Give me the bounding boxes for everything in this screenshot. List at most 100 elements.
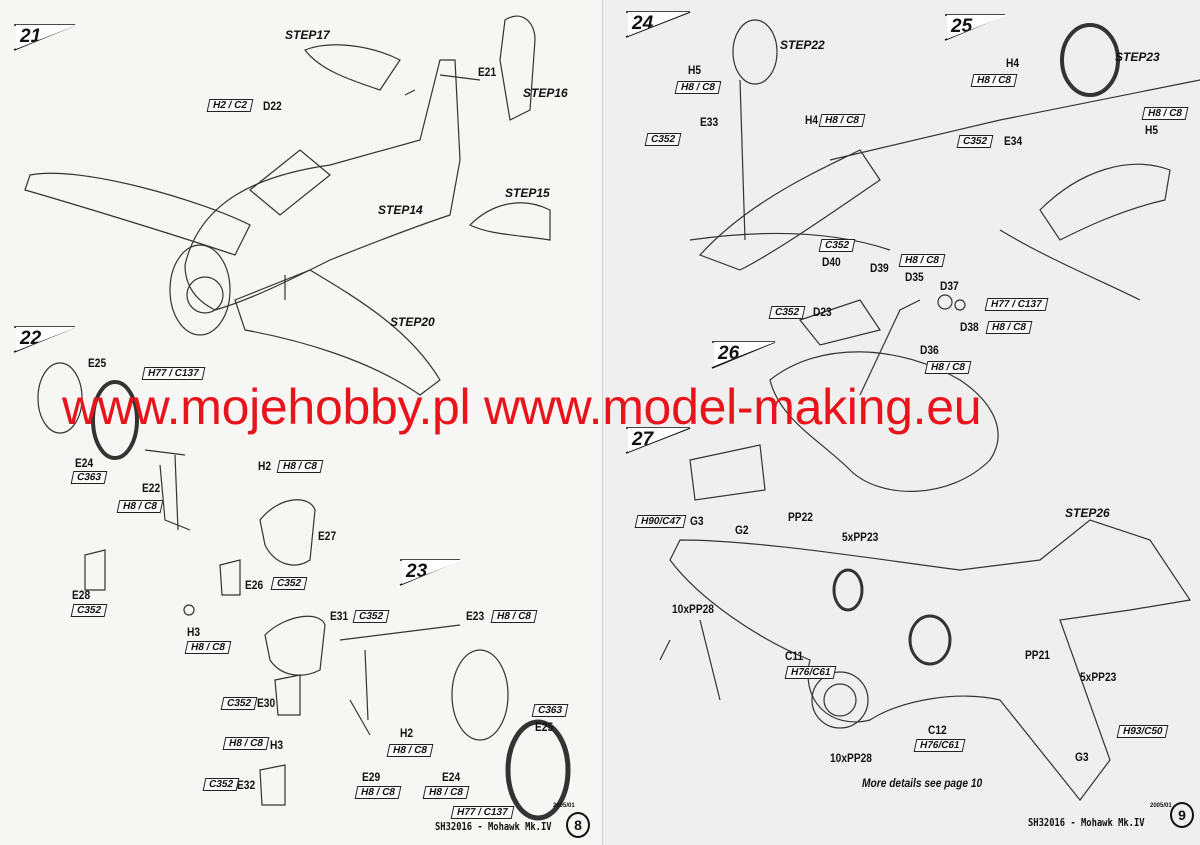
paint-code: C352 bbox=[818, 239, 856, 252]
print-date: 2005/01 bbox=[1150, 803, 1172, 809]
part-label: D23 bbox=[813, 305, 832, 319]
step-reference: STEP26 bbox=[1065, 506, 1110, 520]
part-label: G2 bbox=[735, 523, 749, 537]
paint-code: H8 / C8 bbox=[674, 81, 722, 94]
step-reference: STEP14 bbox=[378, 203, 423, 217]
landing-gear-drawing-22 bbox=[37, 362, 316, 616]
part-label: C11 bbox=[785, 649, 804, 663]
part-label: E25 bbox=[535, 720, 554, 734]
paint-code: C352 bbox=[352, 610, 390, 623]
part-label: E27 bbox=[318, 529, 337, 543]
paint-code: H76/C61 bbox=[784, 666, 837, 679]
part-label: G3 bbox=[690, 514, 704, 528]
cockpit-parts-drawing-26 bbox=[769, 294, 999, 492]
paint-code: C352 bbox=[956, 135, 994, 148]
paint-code: C363 bbox=[70, 471, 108, 484]
part-label: E30 bbox=[257, 696, 276, 710]
paint-code: H76/C61 bbox=[913, 739, 966, 752]
paint-code: H8 / C8 bbox=[386, 744, 434, 757]
instruction-page-right bbox=[602, 0, 1200, 845]
step-reference: STEP15 bbox=[505, 186, 550, 200]
step-reference: STEP17 bbox=[285, 28, 330, 42]
part-label: E34 bbox=[1004, 134, 1023, 148]
part-label: D38 bbox=[960, 320, 979, 334]
part-label: E25 bbox=[88, 356, 107, 370]
part-label: H3 bbox=[270, 738, 284, 752]
paint-code: C352 bbox=[220, 697, 258, 710]
paint-code: C352 bbox=[768, 306, 806, 319]
step-reference: STEP23 bbox=[1115, 50, 1160, 64]
paint-code: H8 / C8 bbox=[276, 460, 324, 473]
part-label: H2 bbox=[400, 726, 414, 740]
part-label: H3 bbox=[187, 625, 201, 639]
paint-code: C352 bbox=[644, 133, 682, 146]
part-label: H5 bbox=[1145, 123, 1159, 137]
paint-code: H77 / C137 bbox=[984, 298, 1048, 311]
paint-code: H8 / C8 bbox=[924, 361, 972, 374]
paint-code: H93/C50 bbox=[1116, 725, 1169, 738]
part-label: PP22 bbox=[788, 510, 813, 524]
part-label: E23 bbox=[466, 609, 485, 623]
paint-code: H8 / C8 bbox=[116, 500, 164, 513]
wheel-well-drawing-24-25 bbox=[689, 19, 1200, 301]
part-label: C12 bbox=[928, 723, 947, 737]
part-label: D40 bbox=[822, 255, 841, 269]
paint-code: H77 / C137 bbox=[450, 806, 514, 819]
part-label: D36 bbox=[920, 343, 939, 357]
part-label: E24 bbox=[75, 456, 94, 470]
part-label: H5 bbox=[688, 63, 702, 77]
part-label: E31 bbox=[330, 609, 349, 623]
paint-code: H8 / C8 bbox=[490, 610, 538, 623]
paint-code: H8 / C8 bbox=[1141, 107, 1189, 120]
part-label: E33 bbox=[700, 115, 719, 129]
watermark-text: www.mojehobby.pl www.model-making.eu bbox=[62, 379, 982, 435]
part-label: H2 bbox=[258, 459, 272, 473]
step-reference: STEP22 bbox=[780, 38, 825, 52]
part-label: E21 bbox=[478, 65, 497, 79]
part-label: E32 bbox=[237, 778, 256, 792]
step-reference: STEP20 bbox=[390, 315, 435, 329]
footer-title: SH32016 - Mohawk Mk.IV bbox=[1028, 816, 1145, 829]
part-label: H4 bbox=[805, 113, 819, 127]
part-label: G3 bbox=[1075, 750, 1089, 764]
part-label: PP21 bbox=[1025, 648, 1050, 662]
part-label: 5xPP23 bbox=[1080, 670, 1117, 684]
part-label: E22 bbox=[142, 481, 161, 495]
part-label: D35 bbox=[905, 270, 924, 284]
paint-code: H8 / C8 bbox=[818, 114, 866, 127]
paint-code: C352 bbox=[70, 604, 108, 617]
part-label: 10xPP28 bbox=[672, 602, 714, 616]
aircraft-underside-drawing-27 bbox=[659, 444, 1192, 801]
paint-code: H8 / C8 bbox=[422, 786, 470, 799]
paint-code: H8 / C8 bbox=[222, 737, 270, 750]
instruction-page-left bbox=[0, 0, 602, 845]
part-label: E29 bbox=[362, 770, 381, 784]
part-label: 10xPP28 bbox=[830, 751, 872, 765]
part-label: D22 bbox=[263, 99, 282, 113]
part-label: 5xPP23 bbox=[842, 530, 879, 544]
part-label: E26 bbox=[245, 578, 264, 592]
paint-code: H8 / C8 bbox=[354, 786, 402, 799]
page-number: 9 bbox=[1170, 802, 1194, 828]
paint-code: C363 bbox=[531, 704, 569, 717]
see-page-note: More details see page 10 bbox=[862, 776, 983, 790]
page-number: 8 bbox=[566, 812, 590, 838]
part-label: D37 bbox=[940, 279, 959, 293]
part-label: H4 bbox=[1006, 56, 1020, 70]
paint-code: C352 bbox=[270, 577, 308, 590]
part-label: E24 bbox=[442, 770, 461, 784]
footer-title: SH32016 - Mohawk Mk.IV bbox=[435, 820, 552, 833]
part-label: E28 bbox=[72, 588, 91, 602]
paint-code: H8 / C8 bbox=[970, 74, 1018, 87]
part-label: D39 bbox=[870, 261, 889, 275]
paint-code: H8 / C8 bbox=[898, 254, 946, 267]
landing-gear-drawing-23 bbox=[259, 615, 571, 821]
paint-code: C352 bbox=[202, 778, 240, 791]
paint-code: H8 / C8 bbox=[985, 321, 1033, 334]
paint-code: H2 / C2 bbox=[206, 99, 254, 112]
paint-code: H90/C47 bbox=[634, 515, 687, 528]
step-reference: STEP16 bbox=[523, 86, 568, 100]
paint-code: H8 / C8 bbox=[184, 641, 232, 654]
print-date: 2005/01 bbox=[553, 803, 575, 809]
